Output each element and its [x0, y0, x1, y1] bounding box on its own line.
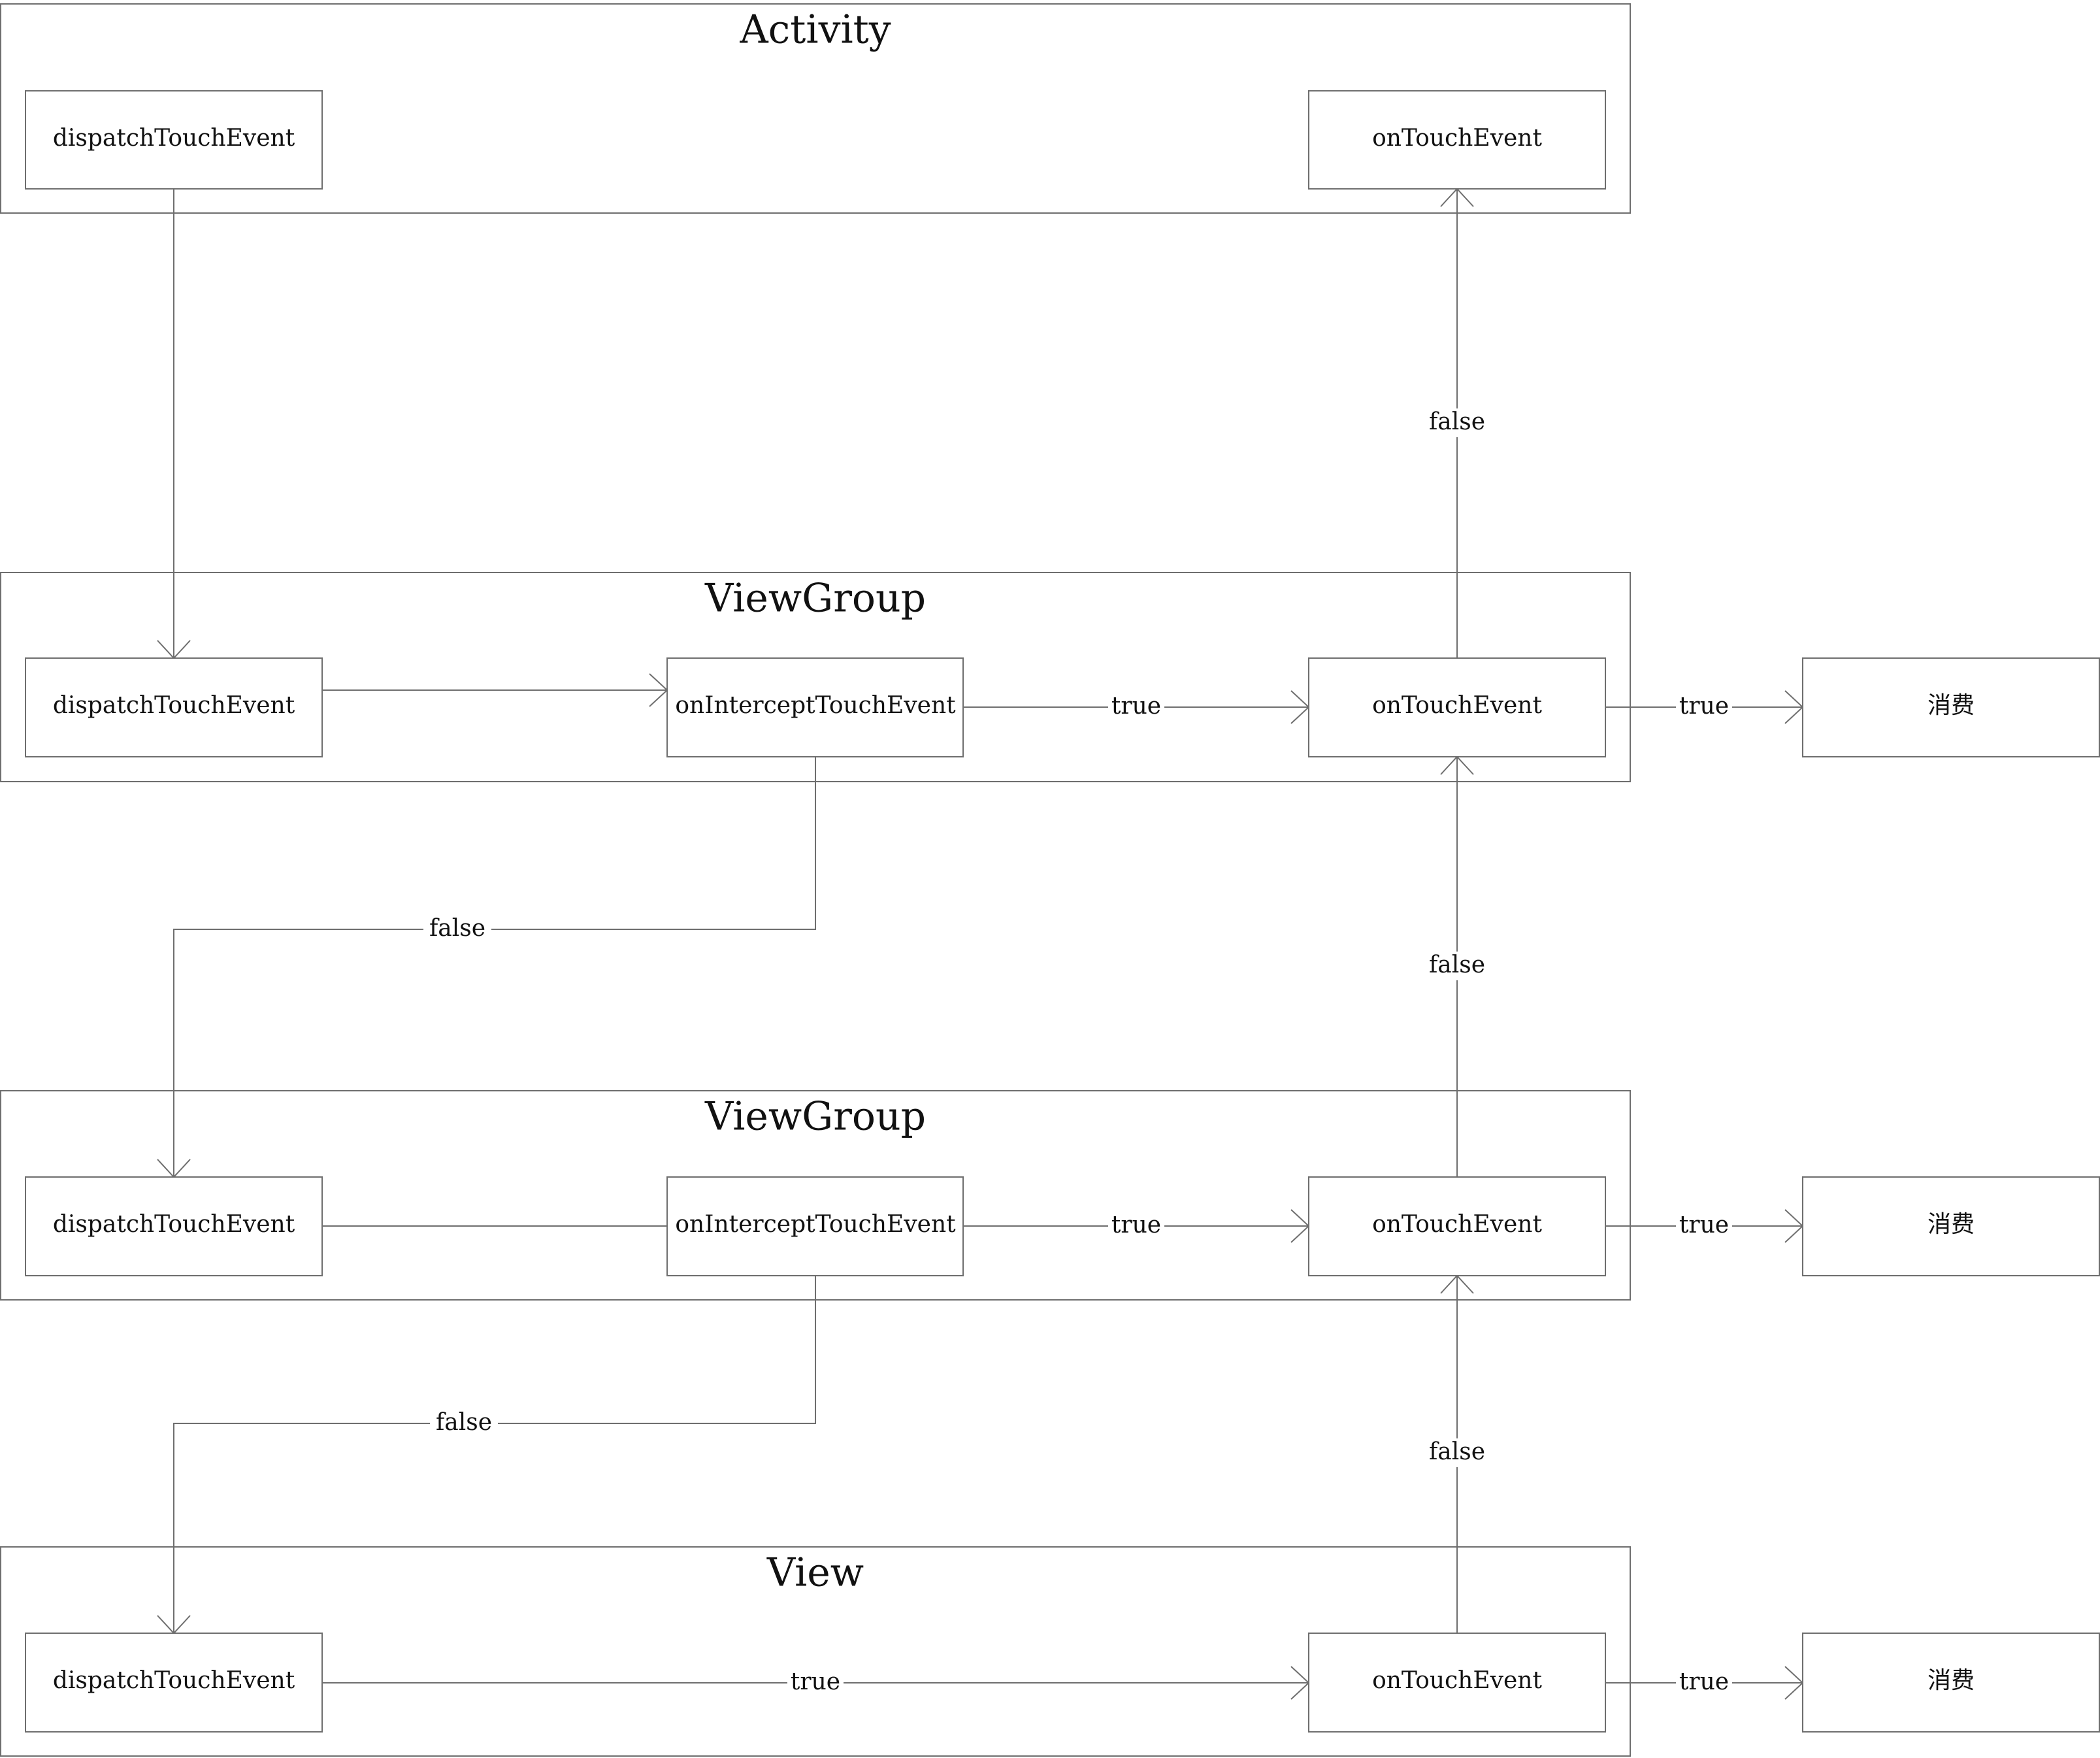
- activity-title: Activity: [739, 7, 891, 53]
- svg-text:onTouchEvent: onTouchEvent: [1372, 1667, 1542, 1694]
- svg-text:true: true: [1111, 693, 1161, 720]
- activity-panel: [0, 3, 1631, 214]
- svg-text:false: false: [436, 1409, 492, 1436]
- view-title: View: [766, 1550, 864, 1596]
- edge-label-vg1-to-activity-false: false: [1423, 408, 1491, 437]
- viewgroup-2-title: ViewGroup: [704, 1094, 926, 1140]
- vg2-touch-node: onTouchEvent: [1308, 1176, 1606, 1276]
- svg-text:onInterceptTouchEvent: onInterceptTouchEvent: [675, 1211, 956, 1238]
- view-touch-node: onTouchEvent: [1308, 1633, 1606, 1733]
- edge-label-vg2-consume-true: true: [1676, 1212, 1732, 1240]
- edge-label-vg1-intercept-true: true: [1108, 693, 1164, 721]
- svg-text:onInterceptTouchEvent: onInterceptTouchEvent: [675, 692, 956, 719]
- svg-text:false: false: [1429, 1438, 1485, 1465]
- vg2-consume-node: 消费: [1802, 1176, 2100, 1276]
- svg-text:true: true: [1111, 1212, 1161, 1238]
- svg-text:true: true: [791, 1668, 840, 1695]
- svg-text:false: false: [1429, 952, 1485, 978]
- vg1-consume-node: 消费: [1802, 657, 2100, 757]
- edge-label-vg1-intercept-false: false: [423, 915, 491, 944]
- edge-vg2-intercept-to-view-dispatch: [173, 1276, 816, 1633]
- edge-label-vg2-intercept-false: false: [430, 1409, 498, 1438]
- vg1-touch-node: onTouchEvent: [1308, 657, 1606, 757]
- svg-text:dispatchTouchEvent: dispatchTouchEvent: [53, 1667, 295, 1694]
- edge-label-vg1-consume-true: true: [1676, 693, 1732, 721]
- svg-text:onTouchEvent: onTouchEvent: [1372, 125, 1542, 152]
- viewgroup-1-title: ViewGroup: [704, 576, 926, 622]
- vg1-intercept-node: onInterceptTouchEvent: [666, 657, 964, 757]
- svg-text:消费: 消费: [1928, 1667, 1975, 1694]
- vg1-dispatch-node: dispatchTouchEvent: [25, 657, 323, 757]
- svg-text:消费: 消费: [1928, 1211, 1975, 1238]
- vg2-intercept-node: onInterceptTouchEvent: [666, 1176, 964, 1276]
- svg-text:true: true: [1679, 693, 1729, 720]
- edge-label-vg2-intercept-true: true: [1108, 1212, 1164, 1240]
- svg-text:false: false: [429, 915, 485, 942]
- svg-text:onTouchEvent: onTouchEvent: [1372, 1211, 1542, 1238]
- svg-text:true: true: [1679, 1668, 1729, 1695]
- view-dispatch-node: dispatchTouchEvent: [25, 1633, 323, 1733]
- view-consume-node: 消费: [1802, 1633, 2100, 1733]
- edge-label-view-consume-true: true: [1676, 1668, 1732, 1697]
- activity-dispatch-node: dispatchTouchEvent: [25, 90, 323, 190]
- edge-label-vg2-to-vg1-false: false: [1423, 952, 1491, 980]
- edge-label-view-to-vg2-false: false: [1423, 1438, 1491, 1467]
- vg2-dispatch-node: dispatchTouchEvent: [25, 1176, 323, 1276]
- activity-touch-node: onTouchEvent: [1308, 90, 1606, 190]
- svg-text:dispatchTouchEvent: dispatchTouchEvent: [53, 692, 295, 719]
- view-panel: [0, 1546, 1631, 1757]
- svg-text:true: true: [1679, 1212, 1729, 1238]
- edge-label-view-dispatch-true: true: [787, 1668, 844, 1697]
- svg-text:dispatchTouchEvent: dispatchTouchEvent: [53, 1211, 295, 1238]
- edge-vg1-intercept-to-vg2-dispatch: [173, 757, 816, 1177]
- svg-text:消费: 消费: [1928, 692, 1975, 719]
- svg-text:onTouchEvent: onTouchEvent: [1372, 692, 1542, 719]
- svg-text:dispatchTouchEvent: dispatchTouchEvent: [53, 125, 295, 152]
- svg-text:false: false: [1429, 408, 1485, 435]
